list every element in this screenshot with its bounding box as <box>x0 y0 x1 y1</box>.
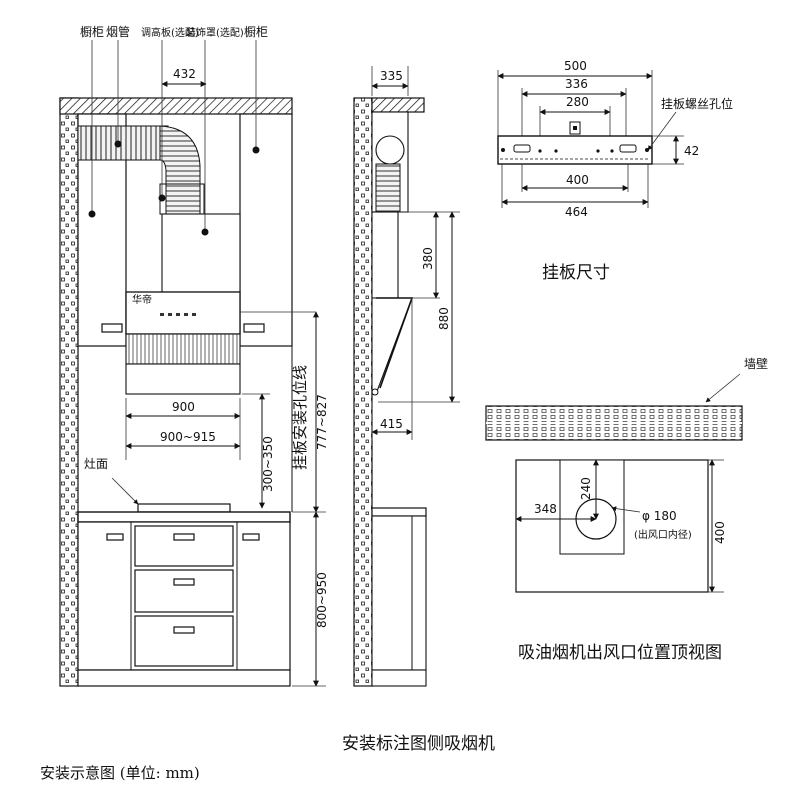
side-base-cabinet <box>371 515 427 671</box>
front-view: 华帝 橱柜 烟管 调高板(选配) 装饰罩(选配) 橱柜 <box>59 24 329 687</box>
dim-180: φ 180 <box>642 509 677 523</box>
chimney-duct-vertical <box>165 183 201 215</box>
dim-335: 335 <box>380 69 403 83</box>
side-ceiling <box>371 97 425 113</box>
dim-800-950: 800~950 <box>315 572 329 628</box>
cabinet-handle-right <box>243 323 265 333</box>
screw-label: 挂板螺丝孔位 <box>661 96 733 111</box>
base-plinth <box>77 669 291 687</box>
dim-464: 464 <box>565 205 588 219</box>
left-wall <box>59 97 79 687</box>
side-duct-circle <box>375 135 405 165</box>
label-chimney: 烟管 <box>106 24 130 39</box>
counter-top <box>77 511 291 523</box>
label-cabinet-right: 橱柜 <box>244 25 268 39</box>
label-cabinet-left: 橱柜 <box>80 25 104 39</box>
dim-42: 42 <box>684 144 699 158</box>
dim-300-350: 300~350 <box>261 436 275 492</box>
outlet-note: (出风口内径) <box>634 528 692 541</box>
dim-336: 336 <box>565 77 588 91</box>
chimney-duct-elbow <box>159 125 201 185</box>
side-duct <box>375 163 401 213</box>
hood-vent-grille <box>125 333 241 365</box>
side-view: 335 380 880 415 <box>353 66 460 687</box>
stove-top <box>137 503 231 513</box>
dim-400: 400 <box>566 173 589 187</box>
dim-348: 348 <box>534 502 557 516</box>
chimney-duct-horizontal <box>77 125 169 161</box>
dim-415: 415 <box>380 417 403 431</box>
wall-label: 墙壁 <box>744 356 768 371</box>
hood-buttons <box>160 313 196 316</box>
side-counter <box>371 507 427 517</box>
label-raise-plate: 调高板(选配) <box>141 26 199 39</box>
main-caption: 安装标注图侧吸烟机 <box>342 734 495 754</box>
label-leaders <box>88 40 260 236</box>
upper-right-cabinet <box>239 113 293 347</box>
hood-panel <box>125 291 241 335</box>
plate-slot-right <box>619 144 637 153</box>
top-view-title: 吸油烟机出风口位置顶视图 <box>518 643 722 663</box>
dim-top-400: 400 <box>713 521 727 544</box>
dim-900: 900 <box>172 400 195 414</box>
label-stove: 灶面 <box>84 457 108 471</box>
mounting-plate-view: 500 336 280 挂板螺丝孔位 42 400 464 <box>497 59 733 283</box>
dim-500: 500 <box>564 59 587 73</box>
side-hood <box>371 297 413 395</box>
label-deco-cover: 装饰罩(选配) <box>186 26 244 39</box>
cabinet-handle-left <box>101 323 123 333</box>
plate-slot-left <box>513 144 531 153</box>
dim-900-915: 900~915 <box>160 430 216 444</box>
plate-title: 挂板尺寸 <box>542 263 610 283</box>
deco-cover <box>161 213 241 293</box>
top-view: 墙壁 240 348 φ 180 (出风口内径) 400 吸油烟机出风口位置顶视… <box>485 356 768 663</box>
brand-mark: 华帝 <box>132 293 152 306</box>
hood-lower-panel <box>125 363 241 395</box>
dim-240: 240 <box>579 477 593 500</box>
drawer-2 <box>134 569 234 613</box>
dim-432: 432 <box>173 67 196 81</box>
dim-280: 280 <box>566 95 589 109</box>
drawer-3 <box>134 615 234 667</box>
stove-leader <box>111 477 139 505</box>
dim-777-827: 777~827 <box>315 394 329 450</box>
unit-note: 安装示意图 (单位: mm) <box>40 764 200 782</box>
dim-380: 380 <box>421 247 435 270</box>
wall-leader <box>705 373 741 403</box>
side-deco-cover <box>371 211 399 299</box>
dim-880: 880 <box>437 307 451 330</box>
ceiling <box>59 97 293 115</box>
hang-line-label: 挂板安装孔位线 <box>291 365 309 470</box>
drawer-1 <box>134 525 234 567</box>
side-wall <box>353 97 373 687</box>
